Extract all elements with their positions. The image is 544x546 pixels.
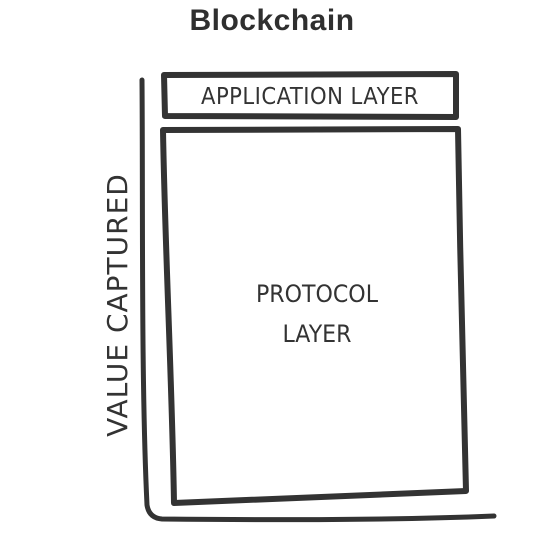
- protocol-layer-box: [160, 126, 469, 506]
- diagram-title: Blockchain: [189, 4, 355, 37]
- protocol-layer-label-line2: LAYER: [282, 320, 352, 348]
- application-layer-box: [161, 71, 459, 120]
- axes-line: [139, 77, 497, 523]
- y-axis-label: VALUE CAPTURED: [101, 173, 134, 437]
- protocol-layer-label: PROTOCOL LAYER: [184, 274, 451, 354]
- protocol-layer-label-line1: PROTOCOL: [255, 280, 378, 308]
- application-layer-label: APPLICATION LAYER: [201, 84, 419, 110]
